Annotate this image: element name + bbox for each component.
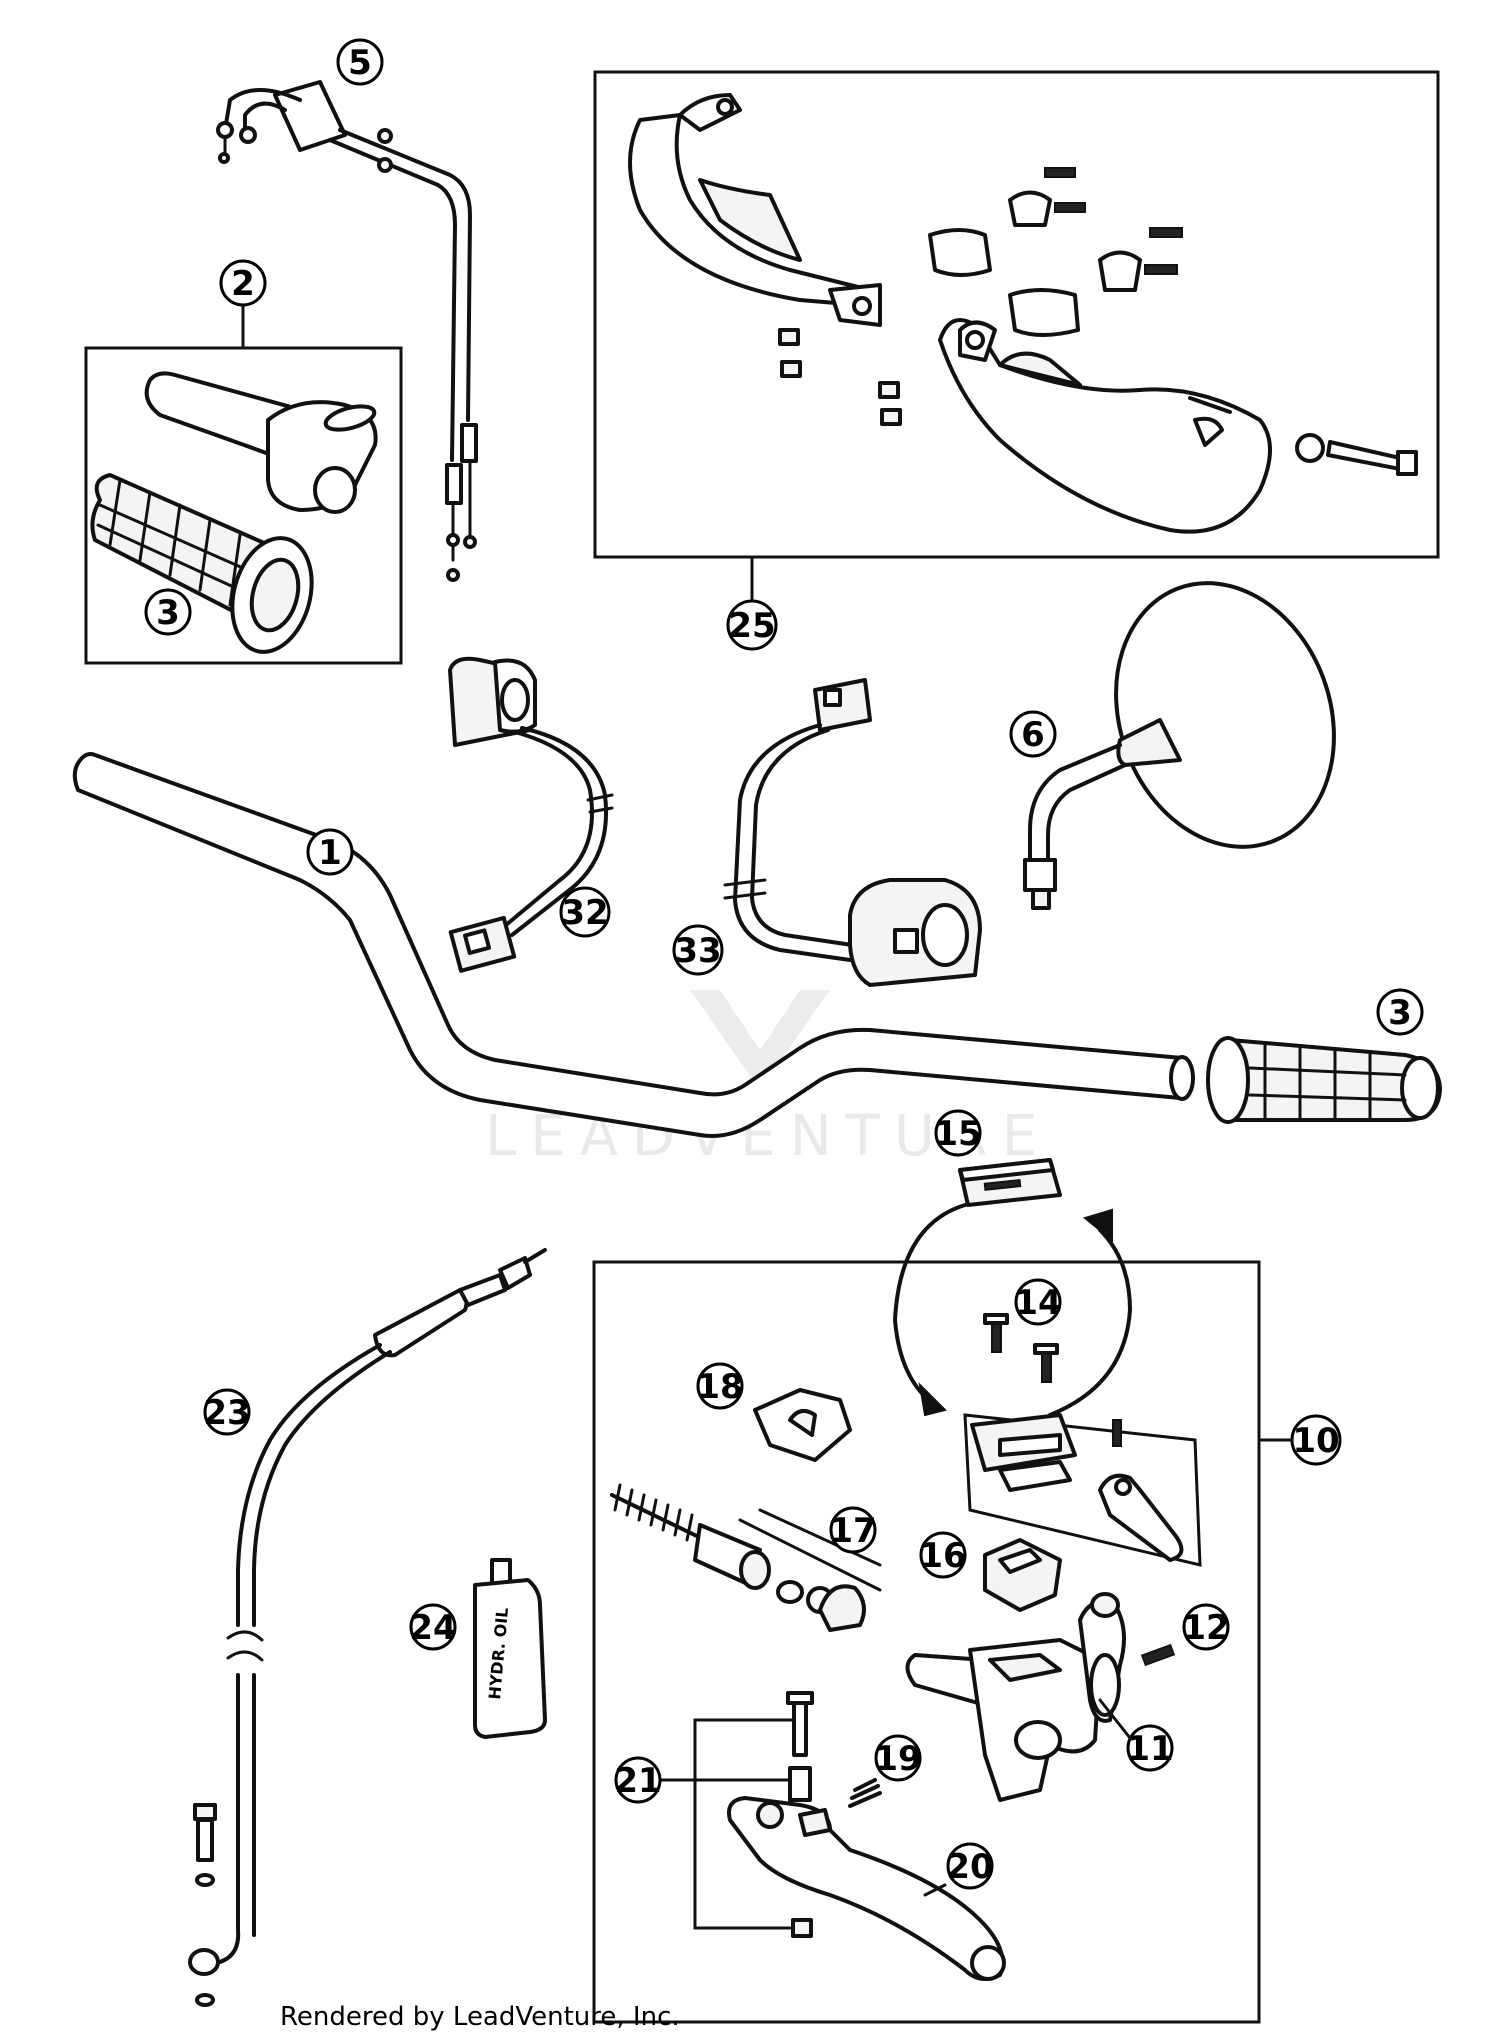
callout-6-label: 6 xyxy=(1021,715,1045,755)
callout-3-right: 3 xyxy=(1376,988,1424,1036)
callout-25-label: 25 xyxy=(728,606,775,646)
rotation-arrows xyxy=(893,1203,1132,1417)
callout-16-label: 16 xyxy=(919,1536,966,1576)
callout-20-label: 20 xyxy=(946,1847,993,1887)
callout-2-label: 2 xyxy=(231,264,255,304)
master-cylinder-box xyxy=(592,1260,1294,2024)
spring xyxy=(848,1778,882,1808)
mirror xyxy=(1023,581,1336,910)
callout-18-label: 18 xyxy=(696,1367,743,1407)
callout-10: 10 xyxy=(1290,1414,1342,1466)
throttle-assembly-box xyxy=(84,303,403,665)
callout-5-label: 5 xyxy=(348,43,372,83)
callout-17: 17 xyxy=(829,1506,877,1554)
callout-3-left-label: 3 xyxy=(156,593,180,633)
callout-1-label: 1 xyxy=(318,833,342,873)
callout-1: 1 xyxy=(306,828,354,876)
callout-10-label: 10 xyxy=(1292,1421,1339,1461)
callout-20: 20 xyxy=(946,1842,994,1890)
right-grip xyxy=(1206,1036,1442,1124)
pivot-block xyxy=(753,1388,852,1462)
kill-switch xyxy=(448,656,614,973)
callout-3-right-label: 3 xyxy=(1388,993,1412,1033)
callout-14-label: 14 xyxy=(1014,1283,1061,1323)
callout-2: 2 xyxy=(219,259,267,307)
handlebar xyxy=(72,752,1195,1138)
callout-32-label: 32 xyxy=(561,893,608,933)
callout-17-label: 17 xyxy=(829,1511,876,1551)
brake-lever xyxy=(727,1796,1006,1981)
callout-6: 6 xyxy=(1009,710,1057,758)
callout-15: 15 xyxy=(934,1109,982,1157)
callout-21: 21 xyxy=(614,1756,662,1804)
light-switch xyxy=(723,678,982,987)
callout-23-label: 23 xyxy=(203,1393,250,1433)
callout-25: 25 xyxy=(726,599,778,651)
handguard-kit-box xyxy=(593,70,1440,602)
callout-24: 24 xyxy=(409,1603,457,1651)
callout-19: 19 xyxy=(874,1734,922,1782)
credit-text: Rendered by LeadVenture, Inc. xyxy=(280,2002,680,2032)
callout-24-label: 24 xyxy=(409,1608,456,1648)
callout-3-left: 3 xyxy=(144,588,192,636)
hydraulic-oil-bottle: HYDR. OIL xyxy=(473,1558,547,1739)
callout-18: 18 xyxy=(696,1362,744,1410)
callout-16: 16 xyxy=(919,1531,967,1579)
callout-12: 12 xyxy=(1182,1603,1230,1651)
callout-11: 11 xyxy=(1098,1698,1174,1772)
reservoir-cap xyxy=(958,1158,1062,1207)
callout-33-label: 33 xyxy=(674,931,721,971)
clamp-piece xyxy=(983,1538,1062,1612)
callout-21-label: 21 xyxy=(614,1761,661,1801)
callout-15-label: 15 xyxy=(934,1114,981,1154)
callout-19-label: 19 xyxy=(874,1739,921,1779)
callout-32: 32 xyxy=(559,886,611,938)
piston-set xyxy=(610,1483,882,1632)
pivot-bolt-set xyxy=(658,1691,814,1938)
brake-hose xyxy=(188,1248,547,2007)
callout-14: 14 xyxy=(1014,1278,1062,1326)
throttle-cables xyxy=(216,80,478,582)
callout-5: 5 xyxy=(336,38,384,86)
callout-33: 33 xyxy=(672,924,724,976)
callout-23: 23 xyxy=(203,1388,251,1436)
callout-11-label: 11 xyxy=(1126,1729,1173,1769)
callout-12-label: 12 xyxy=(1182,1608,1229,1648)
master-cylinder-body xyxy=(905,1592,1176,1802)
